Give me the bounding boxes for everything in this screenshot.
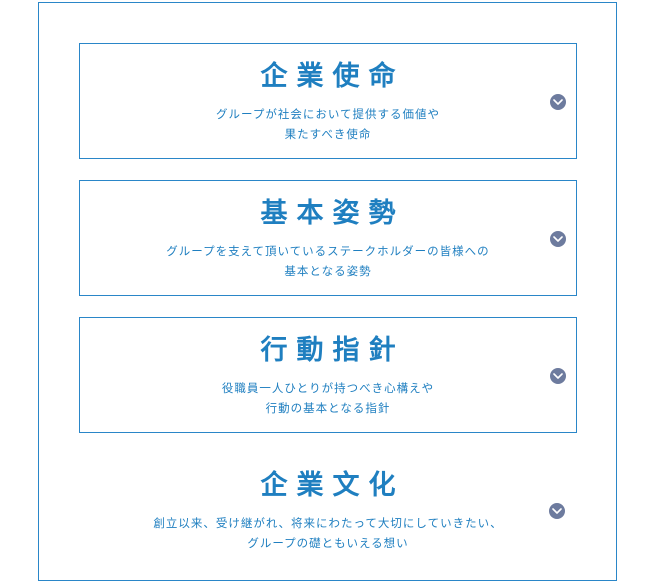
card-basic-stance[interactable]: 基本姿勢 グループを支えて頂いているステークホルダーの皆様への 基本となる姿勢	[79, 180, 577, 296]
chevron-down-icon[interactable]	[550, 231, 566, 247]
card-description-line: 行動の基本となる指針	[265, 401, 391, 415]
card-description: グループを支えて頂いているステークホルダーの皆様への 基本となる姿勢	[80, 241, 576, 281]
outer-frame	[38, 2, 617, 581]
card-corporate-mission[interactable]: 企業使命 グループが社会において提供する価値や 果たすべき使命	[79, 43, 577, 159]
card-description: 創立以来、受け継がれ、将来にわたって大切にしていきたい、 グループの礎ともいえる…	[79, 513, 577, 553]
card-description-line: 基本となる姿勢	[284, 264, 372, 278]
chevron-down-icon[interactable]	[550, 94, 566, 110]
chevron-down-icon[interactable]	[550, 368, 566, 384]
card-description: グループが社会において提供する価値や 果たすべき使命	[80, 104, 576, 144]
card-description-line: グループを支えて頂いているステークホルダーの皆様への	[166, 244, 490, 258]
card-description-line: 役職員一人ひとりが持つべき心構えや	[221, 381, 435, 395]
card-code-of-conduct[interactable]: 行動指針 役職員一人ひとりが持つべき心構えや 行動の基本となる指針	[79, 317, 577, 433]
card-title: 企業使命	[260, 61, 405, 92]
card-description-line: 果たすべき使命	[284, 127, 372, 141]
card-title: 基本姿勢	[260, 198, 405, 229]
card-title: 行動指針	[260, 335, 405, 366]
card-title: 企業文化	[260, 470, 405, 501]
card-description: 役職員一人ひとりが持つべき心構えや 行動の基本となる指針	[80, 378, 576, 418]
card-description-line: 創立以来、受け継がれ、将来にわたって大切にしていきたい、	[153, 516, 503, 530]
chevron-down-icon[interactable]	[549, 503, 565, 519]
card-description-line: グループが社会において提供する価値や	[216, 107, 440, 121]
card-description-line: グループの礎ともいえる想い	[247, 536, 409, 550]
card-corporate-culture[interactable]: 企業文化 創立以来、受け継がれ、将来にわたって大切にしていきたい、 グループの礎…	[79, 453, 577, 569]
